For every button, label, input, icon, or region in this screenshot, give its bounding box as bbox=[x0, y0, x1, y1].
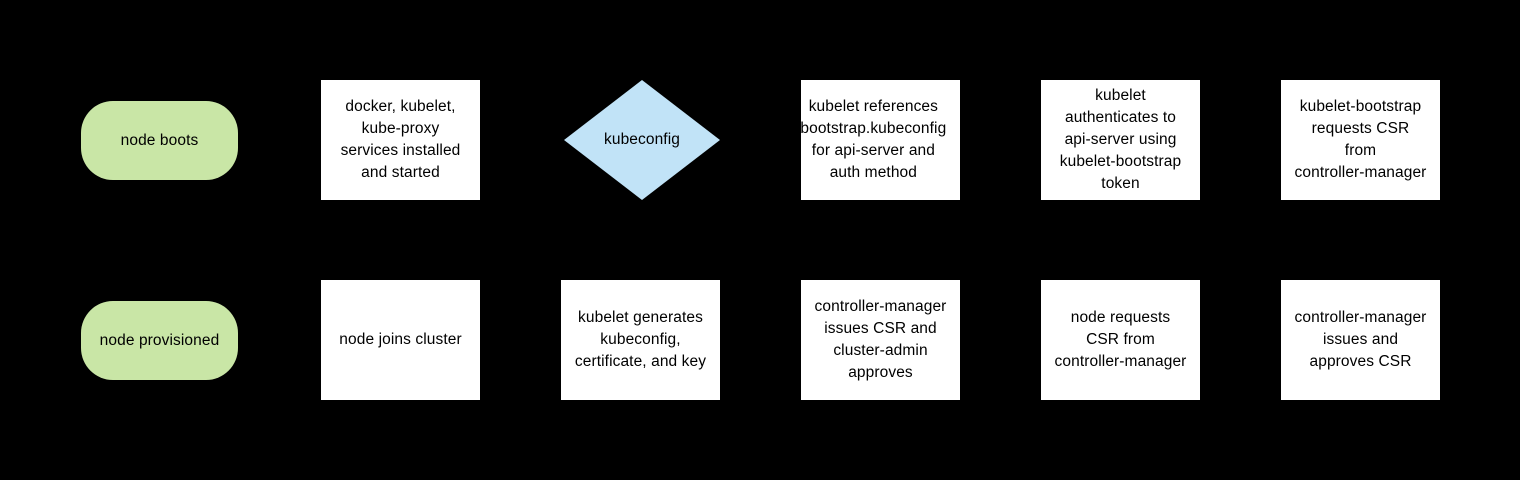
node-label: controller-manager issues CSR and cluste… bbox=[814, 298, 947, 381]
node-label: controller-manager issues and approves C… bbox=[1294, 309, 1427, 370]
node-label: docker, kubelet, kube-proxy services ins… bbox=[340, 98, 461, 181]
node-kubelet-generates[interactable]: kubelet generates kubeconfig, certificat… bbox=[561, 280, 720, 400]
node-kubeconfig-decision[interactable]: kubeconfig bbox=[564, 80, 720, 200]
node-label: kubelet-bootstrap requests CSR from cont… bbox=[1294, 98, 1427, 181]
node-label: node boots bbox=[120, 131, 199, 149]
node-label: kubelet generates kubeconfig, certificat… bbox=[574, 309, 707, 370]
node-label: kubelet references bootstrap.kubeconfig … bbox=[800, 98, 947, 181]
node-node-boots[interactable]: node boots bbox=[81, 101, 238, 180]
node-cm-issues-cluster-admin[interactable]: controller-manager issues CSR and cluste… bbox=[801, 280, 960, 400]
node-label: node joins cluster bbox=[339, 331, 462, 348]
node-node-provisioned[interactable]: node provisioned bbox=[81, 301, 238, 380]
node-label: kubelet authenticates to api-server usin… bbox=[1059, 87, 1182, 192]
node-bootstrap-requests-csr[interactable]: kubelet-bootstrap requests CSR from cont… bbox=[1281, 80, 1440, 200]
node-kubelet-authenticates[interactable]: kubelet authenticates to api-server usin… bbox=[1041, 80, 1200, 200]
node-label: node provisioned bbox=[99, 331, 220, 349]
node-cm-issues-approves[interactable]: controller-manager issues and approves C… bbox=[1281, 280, 1440, 400]
node-node-joins-cluster[interactable]: node joins cluster bbox=[321, 280, 480, 400]
node-kubelet-references-bootstrap[interactable]: kubelet references bootstrap.kubeconfig … bbox=[800, 80, 960, 200]
node-services-installed[interactable]: docker, kubelet, kube-proxy services ins… bbox=[321, 80, 480, 200]
node-label: node requests CSR from controller-manage… bbox=[1054, 309, 1187, 370]
node-label: kubeconfig bbox=[604, 131, 680, 148]
node-node-requests-csr[interactable]: node requests CSR from controller-manage… bbox=[1041, 280, 1200, 400]
